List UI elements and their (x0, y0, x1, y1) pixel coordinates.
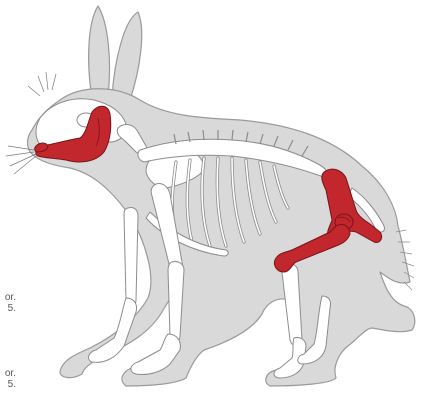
ear-back (89, 6, 110, 98)
caption-2-line-2: 5. (0, 379, 16, 390)
ear-front (112, 12, 142, 100)
caption-2-line-1: or. (0, 368, 16, 379)
caption-1: or. 5. (0, 292, 16, 314)
front-leg-back (124, 207, 138, 306)
caption-1-line-1: or. (0, 292, 16, 303)
front-paw-back (89, 298, 137, 362)
caption-1-line-2: 5. (0, 303, 16, 314)
caption-2: or. 5. (0, 368, 16, 390)
